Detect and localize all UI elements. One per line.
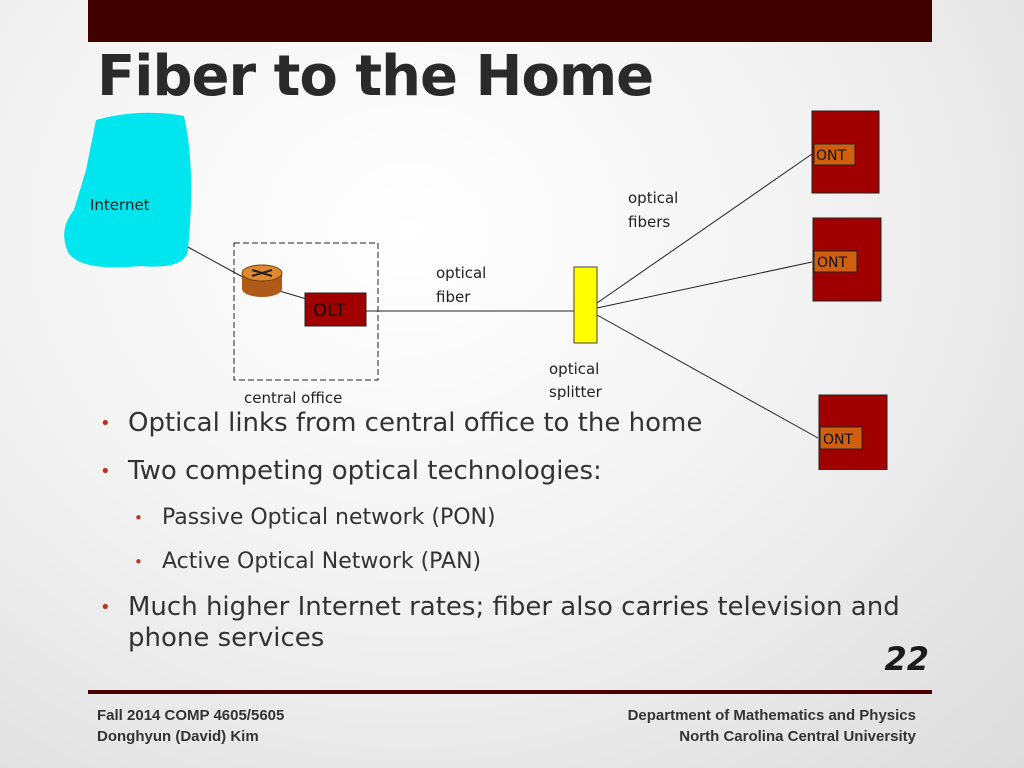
bullet-marker-icon: • (100, 597, 111, 618)
page-number: 22 (884, 640, 929, 678)
ont-label-2: ONT (817, 255, 847, 271)
footer-department: Department of Mathematics and Physics (627, 707, 916, 724)
bullet-marker-icon: • (134, 553, 143, 571)
footer-instructor: Donghyun (David) Kim (97, 728, 259, 745)
sub-bullet-item: • Passive Optical network (PON) (100, 504, 930, 532)
bullet-item: • Optical links from central office to th… (100, 408, 930, 439)
olt-box (304, 292, 367, 327)
bullet-item: • Two competing optical technologies: (100, 456, 930, 487)
ont-label-3: ONT (823, 432, 853, 448)
optical-fibers-label-line2: fibers (628, 213, 670, 231)
sub-bullet-item: • Active Optical Network (PAN) (100, 548, 930, 576)
bullet-marker-icon: • (100, 461, 111, 482)
bullet-list: • Optical links from central office to th… (100, 408, 930, 671)
central-office-label: central office (244, 389, 342, 407)
footer-university: North Carolina Central University (679, 728, 916, 745)
internet-label: Internet (90, 196, 150, 214)
drop-fiber-line-3 (596, 314, 819, 439)
drop-fiber-line-2 (596, 261, 813, 309)
bullet-text: Two competing optical technologies: (128, 456, 602, 486)
optical-fibers-label-line1: optical (628, 189, 678, 207)
ont-tag-2 (813, 250, 858, 273)
bullet-marker-icon: • (134, 509, 143, 527)
bullet-text: Passive Optical network (PON) (162, 505, 496, 530)
bullet-text: Much higher Internet rates; fiber also c… (128, 592, 900, 653)
bullet-item: • Much higher Internet rates; fiber also … (100, 592, 938, 654)
optical-splitter-label-line2: splitter (549, 383, 603, 401)
bullet-text: Optical links from central office to the… (128, 408, 703, 438)
optical-splitter-label-line1: optical (549, 360, 599, 378)
slide-title: Fiber to the Home (97, 44, 654, 109)
router-icon (241, 264, 283, 297)
ont-label-1: ONT (816, 148, 846, 164)
drop-fiber-line-1 (596, 153, 813, 304)
bottom-divider-bar (88, 690, 932, 694)
cloud-icon (64, 112, 192, 268)
optical-splitter (573, 266, 598, 344)
footer-left: Fall 2014 COMP 4605/5605 Donghyun (David… (97, 705, 284, 747)
central-office-box (233, 242, 379, 381)
olt-label: OLT (313, 300, 347, 321)
optical-fiber-label-line2: fiber (436, 288, 471, 306)
optical-fiber-label-line1: optical (436, 264, 486, 282)
bullet-marker-icon: • (100, 413, 111, 434)
ont-tag-1 (813, 143, 856, 166)
ftth-diagram: Internet central office OLT optical fibe… (64, 110, 888, 470)
ont-tag-3 (819, 426, 863, 450)
router-olt-link (275, 289, 311, 301)
footer-course: Fall 2014 COMP 4605/5605 (97, 707, 285, 724)
bullet-text: Active Optical Network (PAN) (162, 549, 482, 574)
top-title-bar (88, 0, 932, 42)
footer-right: Department of Mathematics and Physics No… (628, 705, 916, 747)
internet-router-link (185, 245, 251, 282)
